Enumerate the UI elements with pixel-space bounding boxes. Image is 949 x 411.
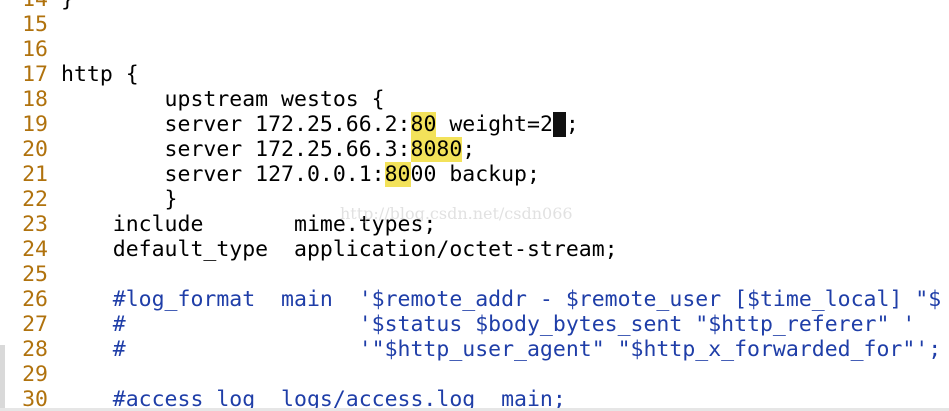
line-number: 26 (22, 287, 48, 312)
line-code: #access_log logs/access.log main; (61, 387, 566, 411)
search-highlight: 80 (410, 112, 437, 137)
code-text: 00 backup; (410, 162, 540, 187)
code-line[interactable]: 21 server 127.0.0.1:8000 backup; (0, 162, 949, 187)
code-text: server 172.25.66.3: (61, 137, 411, 162)
line-code: } (61, 187, 178, 212)
code-line[interactable]: 20 server 172.25.66.3:8080; (0, 137, 949, 162)
code-line[interactable]: 23 include mime.types; (0, 212, 949, 237)
code-text: default_type application/octet-stream; (61, 237, 618, 262)
code-line[interactable]: 25 (0, 262, 949, 287)
line-code: } (61, 0, 74, 12)
line-number: 19 (22, 112, 48, 137)
code-comment: #access_log logs/access.log main; (61, 387, 566, 411)
code-line[interactable]: 15 (0, 12, 949, 37)
code-comment: # '"$http_user_agent" "$http_x_forwarded… (61, 337, 942, 362)
code-text: ; (565, 112, 579, 137)
code-text: weight=2 (436, 112, 553, 137)
code-line[interactable]: 17 http { (0, 62, 949, 87)
code-text: ; (462, 137, 476, 162)
line-code: http { (61, 62, 139, 87)
line-code: include mime.types; (61, 212, 437, 237)
line-number: 28 (22, 337, 48, 362)
code-line[interactable]: 29 (0, 362, 949, 387)
search-highlight: 8080 (410, 137, 463, 162)
line-number: 29 (22, 362, 48, 387)
line-number: 25 (22, 262, 48, 287)
code-text: } (61, 187, 178, 212)
line-number: 21 (22, 162, 48, 187)
line-code: # '$status $body_bytes_sent "$http_refer… (61, 312, 916, 337)
code-line[interactable]: 24 default_type application/octet-stream… (0, 237, 949, 262)
line-number: 22 (22, 187, 48, 212)
line-code: #log_format main '$remote_addr - $remote… (61, 287, 941, 312)
search-highlight: 80 (384, 162, 411, 187)
window-bottom-edge (0, 408, 949, 411)
code-text: server 127.0.0.1: (61, 162, 385, 187)
line-number: 18 (22, 87, 48, 112)
code-line[interactable]: 26 #log_format main '$remote_addr - $rem… (0, 287, 949, 312)
line-code: server 172.25.66.3:8080; (61, 137, 475, 162)
code-text: server 172.25.66.2: (61, 112, 411, 137)
code-line[interactable]: 27 # '$status $body_bytes_sent "$http_re… (0, 312, 949, 337)
code-line[interactable]: 19 server 172.25.66.2:80 weight=2 ; (0, 112, 949, 137)
line-number: 17 (22, 62, 48, 87)
code-line[interactable]: 22 } (0, 187, 949, 212)
code-comment: #log_format main '$remote_addr - $remote… (61, 287, 942, 312)
line-number: 15 (22, 12, 48, 37)
line-number: 14 (0, 0, 48, 12)
line-number: 20 (22, 137, 48, 162)
line-number: 23 (22, 212, 48, 237)
code-text: upstream westos { (61, 87, 385, 112)
line-number: 27 (22, 312, 48, 337)
code-line[interactable]: 18 upstream westos { (0, 87, 949, 112)
code-text: } (61, 0, 74, 12)
line-code: server 172.25.66.2:80 weight=2 ; (61, 112, 579, 137)
line-number: 24 (22, 237, 48, 262)
line-code: upstream westos { (61, 87, 385, 112)
line-number: 30 (22, 387, 48, 411)
code-line[interactable]: 14} (0, 0, 949, 12)
text-cursor (552, 112, 566, 137)
code-text: include mime.types; (61, 212, 437, 237)
code-line[interactable]: 28 # '"$http_user_agent" "$http_x_forwar… (0, 337, 949, 362)
line-code: # '"$http_user_agent" "$http_x_forwarded… (61, 337, 941, 362)
line-code: default_type application/octet-stream; (61, 237, 618, 262)
window-edge (0, 345, 5, 411)
line-number: 16 (22, 37, 48, 62)
code-comment: # '$status $body_bytes_sent "$http_refer… (61, 312, 916, 337)
code-line[interactable]: 16 (0, 37, 949, 62)
line-code: server 127.0.0.1:8000 backup; (61, 162, 540, 187)
code-text: http { (61, 62, 139, 87)
code-line[interactable]: 30 #access_log logs/access.log main; (0, 387, 949, 411)
